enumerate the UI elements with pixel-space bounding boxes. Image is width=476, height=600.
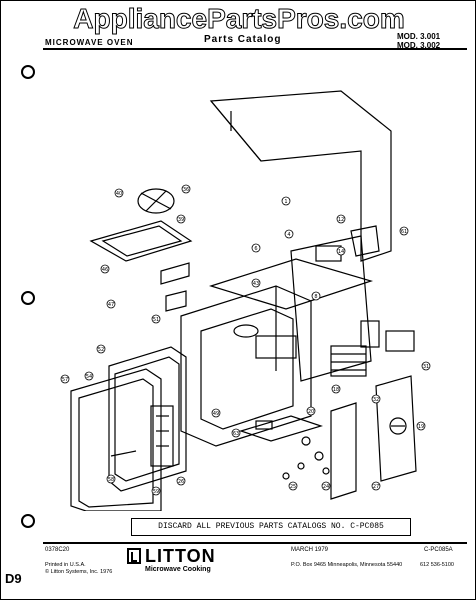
svg-text:58: 58 — [108, 477, 114, 483]
form-number: C-PC085A — [424, 547, 453, 553]
svg-text:61: 61 — [401, 229, 407, 235]
punch-hole-icon — [21, 514, 35, 528]
svg-text:54: 54 — [86, 374, 92, 380]
svg-text:47: 47 — [108, 302, 114, 308]
svg-text:43: 43 — [253, 281, 259, 287]
svg-text:26: 26 — [178, 479, 184, 485]
company-address: P.O. Box 9465 Minneapolis, Minnesota 554… — [291, 562, 403, 568]
svg-text:24: 24 — [323, 484, 329, 490]
discard-notice: DISCARD ALL PREVIOUS PARTS CATALOGS NO. … — [131, 518, 411, 536]
svg-text:20: 20 — [308, 409, 314, 415]
litton-logo-icon — [127, 548, 141, 564]
svg-text:39: 39 — [178, 217, 184, 223]
logo-text: LITTON — [145, 546, 216, 566]
svg-text:8: 8 — [314, 294, 317, 300]
exploded-parts-diagram: 1 40 36 39 46 47 6 43 4 12 14 61 8 51 52… — [60, 90, 431, 511]
svg-text:51: 51 — [153, 317, 159, 323]
punch-hole-icon — [21, 65, 35, 79]
svg-text:57: 57 — [62, 377, 68, 383]
svg-text:25: 25 — [290, 484, 296, 490]
copyright: © Litton Systems, Inc. 1976 — [45, 569, 113, 575]
svg-text:46: 46 — [102, 267, 108, 273]
svg-text:6: 6 — [254, 246, 257, 252]
control-panel — [330, 402, 357, 500]
transformer — [330, 345, 367, 377]
svg-text:19: 19 — [418, 424, 424, 430]
litton-logo: LITTON Microwave Cooking — [127, 546, 247, 578]
svg-text:52: 52 — [98, 347, 104, 353]
svg-text:59: 59 — [153, 489, 159, 495]
watermark: AppliancePartsPros.com — [73, 3, 405, 35]
catalog-date: MARCH 1979 — [291, 547, 329, 553]
svg-text:32: 32 — [373, 397, 379, 403]
printed-in: Printed in U.S.A. — [45, 562, 86, 568]
model-number: MOD. 3.001 — [397, 32, 441, 41]
svg-text:4: 4 — [287, 232, 290, 238]
svg-text:12: 12 — [338, 217, 344, 223]
svg-text:27: 27 — [373, 484, 379, 490]
svg-text:40: 40 — [116, 191, 122, 197]
cabinet-wrapper — [209, 90, 392, 262]
svg-text:49: 49 — [213, 411, 219, 417]
svg-text:63: 63 — [233, 431, 239, 437]
header-title: Parts Catalog — [204, 34, 282, 45]
svg-text:31: 31 — [423, 364, 429, 370]
footer-rule — [43, 542, 467, 544]
svg-text:36: 36 — [183, 187, 189, 193]
svg-text:14: 14 — [338, 249, 344, 255]
logo-subtitle: Microwave Cooking — [145, 566, 211, 573]
header-product: MICROWAVE OVEN — [45, 38, 134, 47]
header-models: MOD. 3.001 MOD. 3.002 — [397, 32, 440, 50]
model-number: MOD. 3.002 — [397, 41, 441, 50]
company-phone: 612 536-5100 — [420, 562, 454, 568]
punch-hole-icon — [21, 291, 35, 305]
svg-text:18: 18 — [333, 387, 339, 393]
top-panel — [89, 220, 193, 262]
page-number: D9 — [5, 571, 22, 586]
door-panel — [70, 368, 162, 511]
catalog-code: 0378C20 — [45, 547, 70, 553]
header-rule — [43, 48, 467, 50]
fan-blade — [137, 188, 175, 214]
svg-text:1: 1 — [284, 199, 287, 205]
door-frame — [108, 346, 187, 492]
